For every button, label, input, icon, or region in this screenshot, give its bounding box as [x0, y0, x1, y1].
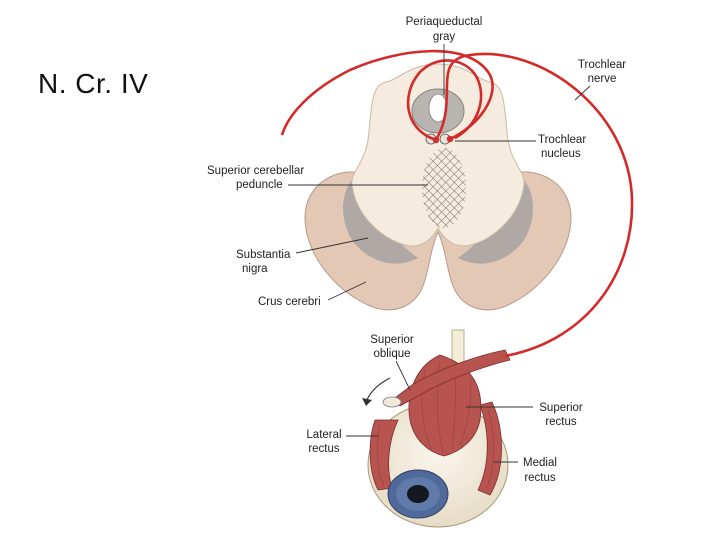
label-periaqueductal-gray-2: gray: [433, 31, 456, 43]
label-trochlear-nucleus-1: Trochlear: [538, 134, 586, 146]
label-superior-rectus-2: rectus: [545, 416, 577, 428]
rotation-arrowhead: [362, 398, 372, 406]
label-crus-cerebri: Crus cerebri: [258, 296, 321, 308]
leader-superior-oblique: [395, 360, 411, 391]
label-periaqueductal-gray-1: Periaqueductal: [406, 16, 483, 28]
label-superior-oblique-1: Superior: [370, 334, 414, 346]
eye-and-muscles: [362, 329, 511, 528]
label-trochlear-nerve-1: Trochlear: [578, 59, 626, 71]
label-medial-rectus-2: rectus: [524, 472, 556, 484]
label-superior-rectus-1: Superior: [539, 402, 583, 414]
trochlear-nerve-path: [280, 49, 634, 358]
medial-rectus-muscle: [477, 401, 502, 496]
label-scp-2: peduncle: [236, 179, 283, 191]
label-lateral-rectus-1: Lateral: [306, 429, 341, 441]
label-trochlear-nerve-2: nerve: [588, 73, 617, 85]
trochlea: [382, 396, 402, 408]
label-medial-rectus-1: Medial: [523, 457, 557, 469]
leader-trochlear-nerve: [574, 85, 591, 101]
pupil: [407, 485, 429, 503]
label-lateral-rectus-2: rectus: [308, 443, 340, 455]
label-scp-1: Superior cerebellar: [207, 165, 304, 177]
label-superior-oblique-2: oblique: [373, 348, 410, 360]
slide-title: N. Cr. IV: [38, 68, 149, 99]
leader-crus-cerebri: [327, 281, 367, 301]
leader-substantia-nigra: [295, 237, 369, 254]
labels: Periaqueductal gray Trochlear nerve Troc…: [207, 16, 626, 484]
scp-decussation: [422, 148, 466, 228]
label-substantia-nigra-2: nigra: [242, 263, 268, 275]
label-trochlear-nucleus-2: nucleus: [541, 148, 581, 160]
label-substantia-nigra-1: Substantia: [236, 249, 291, 261]
midbrain-section: [304, 63, 572, 311]
